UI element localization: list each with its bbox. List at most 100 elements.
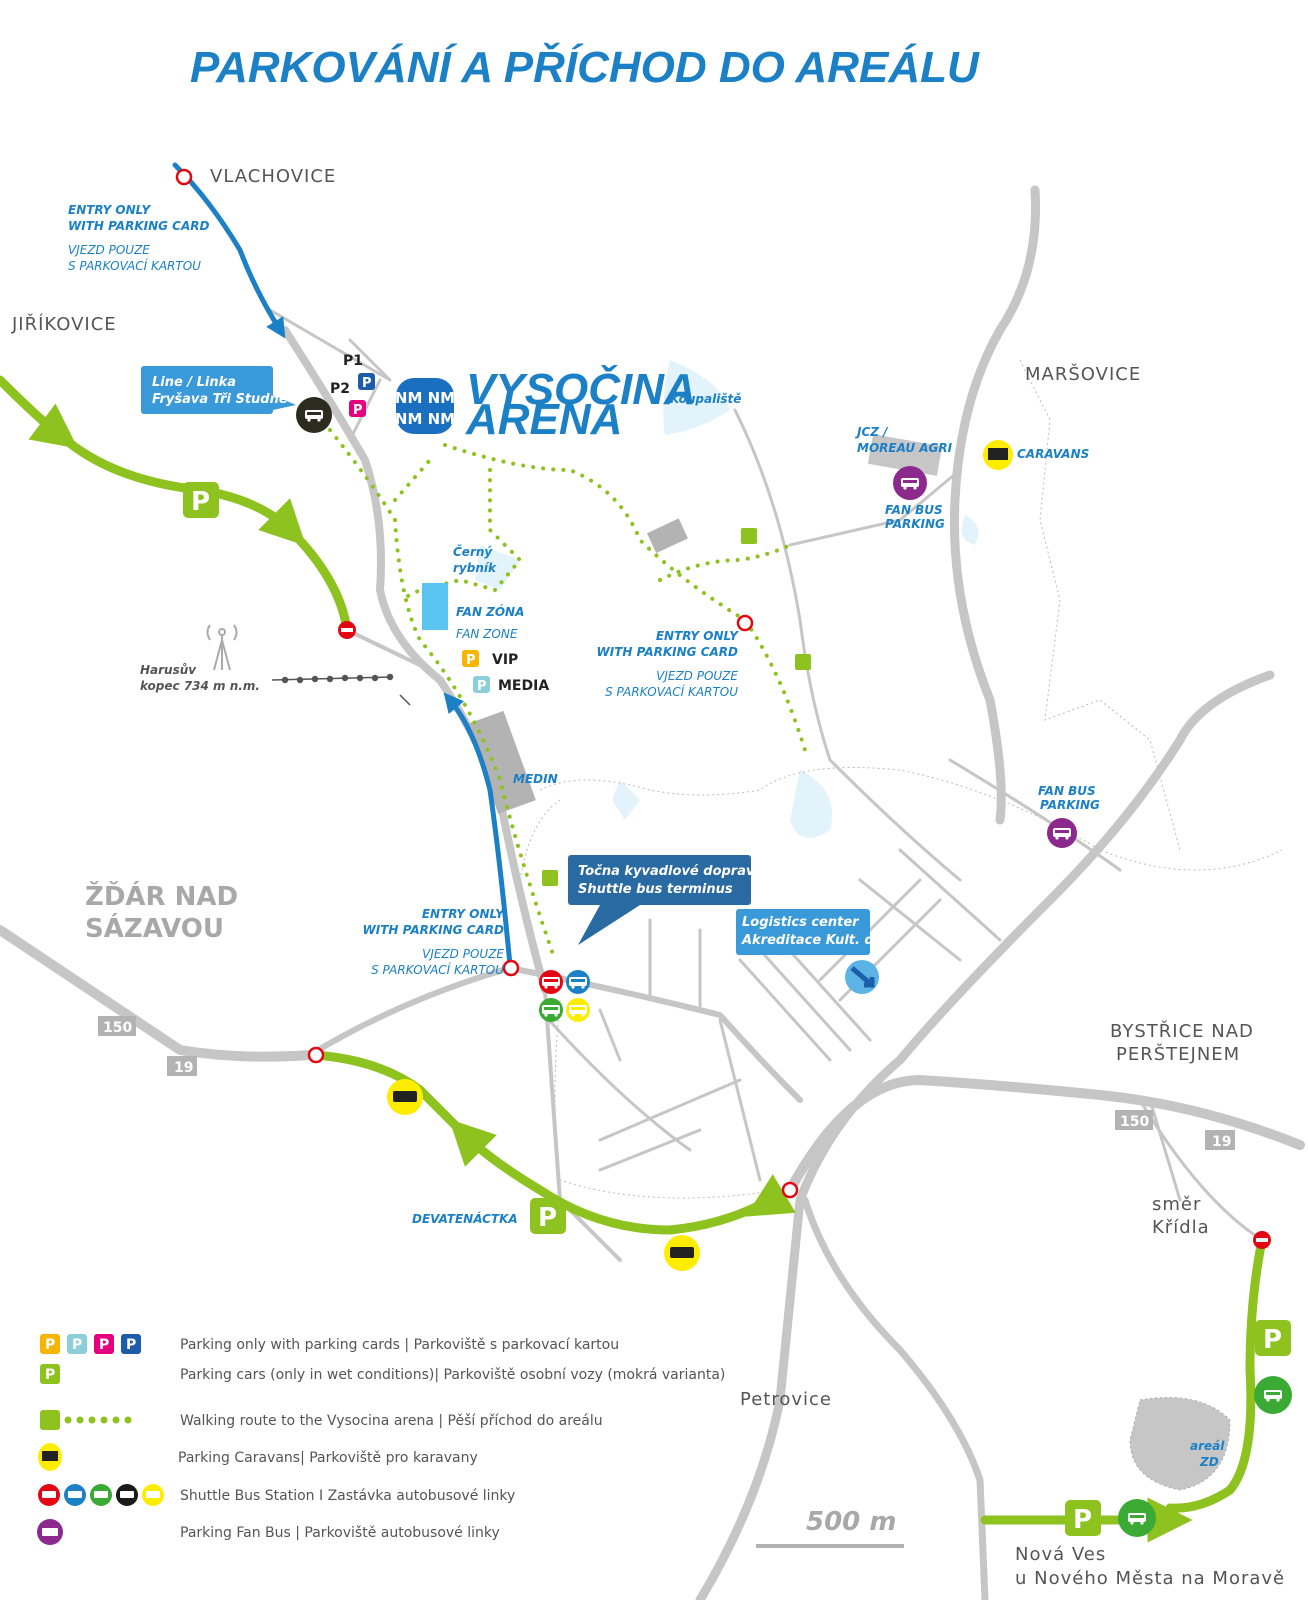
caravans-label: CARAVANS <box>1017 447 1089 461</box>
legend-fan-bus-icon <box>37 1519 63 1545</box>
radio-tower-icon <box>206 624 238 671</box>
svg-text:VIP: VIP <box>492 652 518 668</box>
svg-text:NM NM: NM NM <box>395 389 455 407</box>
svg-text:ENTRY ONLY: ENTRY ONLY <box>656 629 739 643</box>
svg-text:S PARKOVACÍ KARTOU: S PARKOVACÍ KARTOU <box>68 258 201 273</box>
entry-routes <box>172 162 513 968</box>
direction-kridla: směr <box>1152 1194 1201 1215</box>
svg-text:MEDIA: MEDIA <box>498 678 549 694</box>
svg-text:VJEZD POUZE: VJEZD POUZE <box>656 669 738 683</box>
legend-parking-cards-icons: P P P P <box>40 1334 141 1354</box>
areal-zd-label-2: ZD <box>1199 1455 1219 1469</box>
legend: P P P P Parking only with parking cards … <box>37 1334 725 1545</box>
road-shield-150-west: 150 <box>98 1016 136 1036</box>
entry-label-north: ENTRY ONLY WITH PARKING CARD VJEZD POUZE… <box>68 203 209 273</box>
building <box>646 518 688 554</box>
svg-text:ENTRY ONLY: ENTRY ONLY <box>422 907 505 921</box>
parking-green-nova-ves[interactable]: P <box>1065 1500 1101 1536</box>
svg-text:P: P <box>126 1337 136 1353</box>
parking-green-east[interactable]: P <box>1255 1320 1291 1356</box>
bus-stop-yellow-south[interactable] <box>664 1235 700 1271</box>
parking-p2[interactable]: P2 P <box>330 381 366 418</box>
harusuv-label-2: kopec 734 m n.m. <box>140 679 260 693</box>
callout-line-frysava: Line / Linka Fryšava Tři Studně <box>141 366 296 414</box>
entry-point-markers <box>175 168 799 1199</box>
railway-line <box>271 673 411 706</box>
parking-vip[interactable]: P VIP <box>462 650 518 668</box>
svg-text:P: P <box>45 1337 55 1353</box>
legend-item-shuttle-bus: Shuttle Bus Station I Zastávka autobusov… <box>180 1488 515 1504</box>
vysocina-arena-logo: NM NM NM NM VYSOČINA ARENA <box>395 363 696 444</box>
svg-text:P: P <box>362 376 372 391</box>
legend-item-caravans: Parking Caravans| Parkoviště pro karavan… <box>178 1450 478 1466</box>
parking-green-west[interactable]: P <box>183 482 219 518</box>
svg-text:WITH PARKING CARD: WITH PARKING CARD <box>68 219 209 233</box>
town-jirikovice: JIŘÍKOVICE <box>11 313 117 335</box>
svg-text:P: P <box>191 487 210 517</box>
devatenactka-label: DEVATENÁCTKA <box>412 1211 518 1226</box>
water-bodies <box>475 360 979 838</box>
harusuv-label: Harusův <box>140 663 197 677</box>
cerny-rybnik-label-2: rybník <box>453 561 497 575</box>
bus-stop-yellow[interactable] <box>566 998 590 1022</box>
fan-bus-parking-label: FAN BUS <box>885 503 943 517</box>
medin-building <box>465 710 536 814</box>
bus-stop-blue[interactable] <box>566 970 590 994</box>
fan-zone-area <box>422 583 448 630</box>
town-vlachovice: VLACHOVICE <box>210 166 336 187</box>
svg-text:P: P <box>353 403 363 418</box>
town-zdar-2: SÁZAVOU <box>85 912 224 944</box>
jcz-label: JCZ / <box>855 425 889 439</box>
svg-text:Točna kyvadlové dopravy: Točna kyvadlové dopravy <box>578 864 763 879</box>
callout-shuttle-terminus: Točna kyvadlové dopravy Shuttle bus term… <box>568 855 763 945</box>
bus-stop-yellow-west[interactable] <box>387 1079 423 1115</box>
svg-text:Fryšava Tři Studně: Fryšava Tři Studně <box>152 392 288 407</box>
svg-text:P2: P2 <box>330 381 350 397</box>
svg-text:NM NM: NM NM <box>395 410 455 428</box>
jcz-label-2: MOREAU AGRI <box>857 441 953 455</box>
fan-bus-parking-icon[interactable] <box>893 466 927 500</box>
koupaliste-label: Koupaliště <box>670 392 741 406</box>
fan-bus-parking-label-east-2: PARKING <box>1040 798 1100 812</box>
parking-p1[interactable]: P1 P <box>343 353 375 391</box>
legend-item-walking: Walking route to the Vysocina arena | Pě… <box>180 1413 603 1429</box>
parking-media[interactable]: P MEDIA <box>473 676 549 694</box>
legend-parking-green-icon <box>40 1364 60 1384</box>
callout-logistics-center: Logistics center Akreditace Kult. dům <box>736 909 897 955</box>
svg-text:P: P <box>72 1337 82 1353</box>
town-nova-ves-2: u Nového Města na Moravě <box>1015 1568 1285 1589</box>
fan-bus-parking-label-east: FAN BUS <box>1038 784 1096 798</box>
town-bystrice-2: PERŠTEJNEM <box>1116 1043 1240 1065</box>
svg-text:VJEZD POUZE: VJEZD POUZE <box>422 947 504 961</box>
town-marsovice: MARŠOVICE <box>1025 363 1141 385</box>
direction-kridla-2: Křídla <box>1152 1217 1210 1238</box>
legend-item-parking-cards: Parking only with parking cards | Parkov… <box>180 1337 619 1353</box>
bus-stop-green-east[interactable] <box>1254 1376 1292 1414</box>
bus-stop-green[interactable] <box>539 998 563 1022</box>
walking-icon <box>542 528 811 886</box>
svg-text:S PARKOVACÍ KARTOU: S PARKOVACÍ KARTOU <box>371 962 504 977</box>
caravan-icon[interactable] <box>983 440 1013 470</box>
svg-text:19: 19 <box>1212 1134 1231 1150</box>
legend-walking-icon <box>40 1410 132 1430</box>
fan-bus-parking-label-2: PARKING <box>885 517 945 531</box>
svg-text:P1: P1 <box>343 353 363 369</box>
logistics-center-icon[interactable] <box>845 960 879 994</box>
parking-green-south[interactable]: P <box>530 1198 566 1234</box>
svg-text:P: P <box>45 1367 55 1383</box>
bus-stop-black[interactable] <box>296 397 332 433</box>
page-title: PARKOVÁNÍ A PŘÍCHOD DO AREÁLU <box>190 42 980 92</box>
road-shield-19-east: 19 <box>1205 1130 1235 1150</box>
legend-caravan-icon <box>38 1443 62 1471</box>
fan-bus-parking-icon-east[interactable] <box>1047 818 1077 848</box>
svg-text:500 m: 500 m <box>806 1507 896 1537</box>
svg-text:WITH PARKING CARD: WITH PARKING CARD <box>597 645 738 659</box>
svg-text:VYSOČINA: VYSOČINA <box>466 363 696 414</box>
bus-stop-red[interactable] <box>539 970 563 994</box>
legend-shuttle-bus-icons <box>38 1484 164 1506</box>
legend-item-parking-wet: Parking cars (only in wet conditions)| P… <box>180 1367 725 1383</box>
cerny-rybnik-label: Černý <box>453 544 493 559</box>
svg-text:VJEZD POUZE: VJEZD POUZE <box>68 243 150 257</box>
bus-stop-green-nova-ves[interactable] <box>1118 1499 1156 1537</box>
